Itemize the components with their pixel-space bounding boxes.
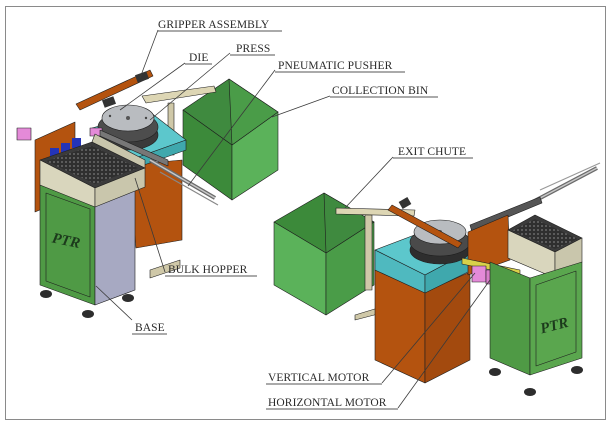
leader-base (95, 285, 133, 321)
base-marking-left: PTR (51, 231, 82, 253)
bulk-hopper-right (507, 214, 583, 279)
left-machine-view: PTR (16, 69, 279, 318)
leader-bulk-hopper (134, 177, 166, 273)
base-left: PTR (39, 184, 136, 318)
leader-exit-chute (344, 156, 394, 209)
bin-inner-wall (228, 78, 279, 146)
collection-bin-left (182, 78, 279, 201)
right-machine-view: PTR (273, 162, 601, 396)
label-press: PRESS (236, 43, 270, 55)
leader-gripper-assembly (139, 29, 159, 79)
label-pneumatic-pusher: PNEUMATIC PUSHER (278, 60, 393, 72)
die-left (97, 104, 159, 151)
base-marking-right: PTR (539, 315, 570, 337)
label-horizontal-motor: HORIZONTAL MOTOR (268, 397, 387, 409)
leader-die (119, 62, 186, 111)
callout-labels: GRIPPER ASSEMBLY DIE PRESS PNEUMATIC PUS… (132, 19, 473, 410)
label-exit-chute: EXIT CHUTE (398, 146, 466, 158)
label-bulk-hopper: BULK HOPPER (168, 264, 248, 276)
gripper-assembly-left (75, 69, 154, 111)
base-right: PTR (489, 261, 583, 396)
label-die: DIE (189, 52, 208, 64)
leader-horizontal-motor (397, 279, 491, 409)
leader-pneumatic-pusher (187, 69, 276, 187)
bulk-hopper-left (39, 133, 146, 208)
label-gripper-assembly: GRIPPER ASSEMBLY (158, 19, 270, 31)
leader-collection-bin (271, 95, 331, 118)
pneumatic-pusher-left (99, 129, 219, 206)
gripper-assembly-right (387, 197, 463, 249)
diagram-frame (5, 6, 606, 420)
leader-press (149, 52, 231, 121)
callout-leaders (95, 29, 491, 409)
label-vertical-motor: VERTICAL MOTOR (268, 372, 370, 384)
label-base: BASE (135, 322, 165, 334)
label-collection-bin: COLLECTION BIN (332, 85, 429, 97)
leader-vertical-motor (381, 272, 476, 384)
